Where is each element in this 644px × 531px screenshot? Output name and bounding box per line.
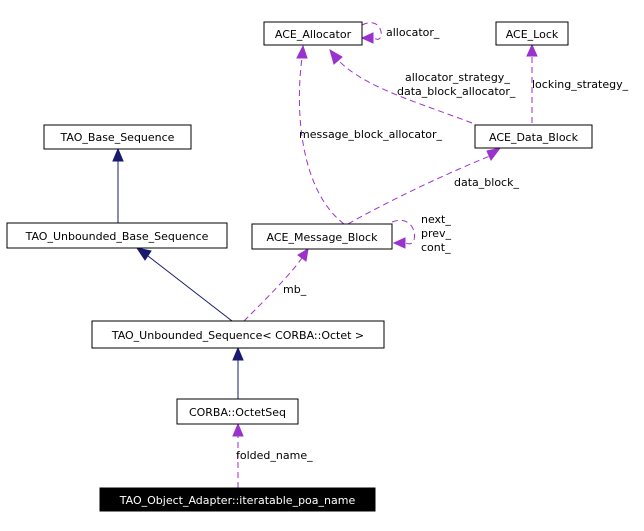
node-label: ACE_Allocator [275,28,352,41]
node-corba-octetseq[interactable]: CORBA::OctetSeq [176,398,299,425]
arrowhead-message-block [297,248,309,262]
arrowhead-allocator-from-data-block [329,48,343,65]
node-tao-unbounded-base-sequence[interactable]: TAO_Unbounded_Base_Sequence [6,222,228,249]
node-ace-lock[interactable]: ACE_Lock [495,21,569,46]
node-ace-message-block[interactable]: ACE_Message_Block [251,223,393,250]
node-label: TAO_Unbounded_Base_Sequence [25,230,209,243]
arrowhead-allocator-self [360,32,374,44]
edge-message-block-to-data-block [347,155,491,225]
arrowhead-tao-unbounded-base-sequence [135,247,152,261]
label-prev: prev_ [421,227,452,240]
node-label: ACE_Data_Block [489,131,579,144]
node-iteratable-poa-name[interactable]: TAO_Object_Adapter::iteratable_poa_name [99,487,376,512]
label-locking-strategy: locking_strategy_ [532,78,629,91]
edge-message-block-self [391,219,416,245]
node-label: TAO_Unbounded_Sequence< CORBA::Octet > [111,329,364,342]
arrowhead-data-block [486,147,502,161]
label-next: next_ [421,213,451,226]
label-allocator: allocator_ [386,26,440,39]
arrowhead-message-block-self [392,237,406,249]
node-label: ACE_Lock [506,28,559,41]
arrowhead-tao-base-sequence [112,147,124,162]
node-label: TAO_Object_Adapter::iteratable_poa_name [119,494,356,507]
node-tao-unbounded-sequence-octet[interactable]: TAO_Unbounded_Sequence< CORBA::Octet > [91,320,385,349]
node-ace-data-block[interactable]: ACE_Data_Block [474,124,593,149]
edge-allocator-self [361,22,382,40]
node-tao-base-sequence[interactable]: TAO_Base_Sequence [43,124,192,150]
arrowhead-octetseq [232,422,244,437]
label-cont: cont_ [421,241,451,254]
label-mb: mb_ [283,283,307,296]
label-folded-name: folded_name_ [236,449,313,462]
label-message-block-allocator: message_block_allocator_ [299,128,443,141]
arrowhead-allocator-from-message-block [296,44,308,59]
label-allocator-strategy: allocator_strategy_ [405,71,510,84]
edge-message-block-to-allocator [298,57,345,225]
node-ace-allocator[interactable]: ACE_Allocator [263,21,363,46]
label-data-block: data_block_ [454,176,519,189]
node-label: ACE_Message_Block [267,231,379,244]
edge-data-block-to-allocator [337,59,473,124]
label-data-block-allocator: data_block_allocator_ [397,85,516,98]
edge-inherit-seq-to-unbounded-base [147,255,233,322]
node-label: TAO_Base_Sequence [60,131,175,144]
arrowhead-lock [526,43,538,57]
arrowhead-tao-unbounded-sequence [232,346,244,361]
node-label: CORBA::OctetSeq [189,406,286,419]
